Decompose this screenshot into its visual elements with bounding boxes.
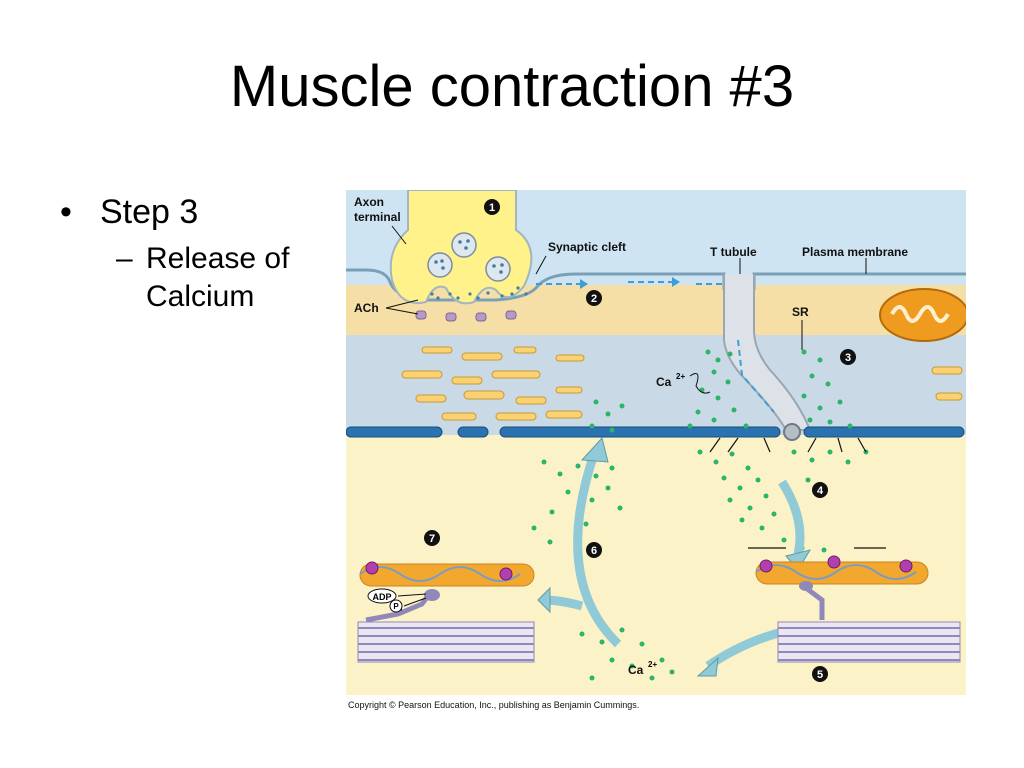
bullet-list: • Step 3 – Release of Calcium (60, 192, 340, 316)
calcium-release-arrows (709, 437, 886, 549)
thin-filament-left (359, 561, 535, 587)
bullet-step: • Step 3 (60, 192, 340, 232)
step-marker-1: 1 (484, 199, 500, 215)
calcium-charge-lower: 2+ (648, 660, 657, 669)
step-marker-4: 4 (812, 482, 828, 498)
arrowhead (537, 586, 551, 614)
adp-pi-leader-lines (397, 593, 427, 607)
t-tubule-cross-section (783, 423, 801, 441)
sub-bullet-dash: – (116, 242, 133, 275)
adp-bubble (367, 588, 397, 604)
calcium-label-lower: Ca (628, 663, 644, 677)
mitochondrion (879, 288, 969, 342)
synaptic-cleft-label: Synaptic cleft (548, 240, 626, 254)
t-tubule-arrow (737, 339, 775, 413)
synaptic-vesicle (485, 256, 511, 282)
sub-bullet-text: Release of Calcium (146, 242, 290, 313)
thick-filament-right (777, 581, 961, 663)
ach-molecules (430, 239, 528, 300)
pi-subscript: i (401, 607, 402, 613)
sub-bullet: – Release of Calcium (116, 240, 340, 316)
sarcolemma-tube (345, 426, 965, 438)
copyright-notice: Copyright © Pearson Education, Inc., pub… (348, 700, 640, 710)
arrowhead (580, 279, 588, 289)
diagram-svg: ADP P i Axon terminal Synaptic cleft T t… (345, 189, 969, 695)
calcium-label-upper: Ca (656, 375, 672, 389)
arrowhead (672, 277, 680, 287)
arrow-4 (778, 479, 805, 556)
axon-terminal-label-line2: terminal (354, 210, 401, 224)
calcium-ions (531, 349, 869, 681)
step-marker-5: 5 (812, 666, 828, 682)
synaptic-vesicle (427, 252, 453, 278)
step-number: 1 (489, 202, 495, 214)
step-marker-2: 2 (586, 290, 602, 306)
bullet-step-text: Step 3 (100, 193, 199, 231)
thin-filament-right (755, 555, 929, 585)
thick-filament-left (357, 589, 535, 663)
ach-label: ACh (354, 301, 379, 315)
arrowhead (696, 656, 719, 677)
step-number: 4 (817, 485, 824, 497)
synaptic-vesicle (451, 232, 477, 258)
axon-terminal-label-line1: Axon (354, 195, 384, 209)
step-number: 7 (429, 533, 435, 545)
sr-label: SR (792, 305, 809, 319)
calcium-charge-upper: 2+ (676, 372, 685, 381)
step-marker-6: 6 (586, 542, 602, 558)
mitochondrion-cristae (890, 305, 950, 323)
adp-label: ADP (372, 592, 391, 602)
label-leader-lines (385, 225, 867, 394)
step-marker-3: 3 (840, 349, 856, 365)
slide-title: Muscle contraction #3 (229, 54, 795, 119)
step-number: 6 (591, 545, 597, 557)
arrowhead (580, 436, 609, 463)
step-number: 2 (591, 293, 597, 305)
muscle-surface-band (346, 285, 966, 335)
step-marker-7: 7 (424, 530, 440, 546)
arrow-6 (573, 452, 622, 648)
muscle-contraction-diagram: ADP P i Axon terminal Synaptic cleft T t… (345, 189, 969, 695)
t-tubule-label: T tubule (710, 245, 757, 259)
ach-receptors (415, 310, 517, 322)
step-number: 5 (817, 669, 823, 681)
pi-label: P (393, 602, 399, 611)
bullet-dot: • (60, 193, 72, 231)
pi-bubble (389, 599, 403, 613)
plasma-membrane-label: Plasma membrane (802, 245, 908, 259)
sarcoplasmic-reticulum (401, 346, 963, 421)
step-number: 3 (845, 352, 851, 364)
